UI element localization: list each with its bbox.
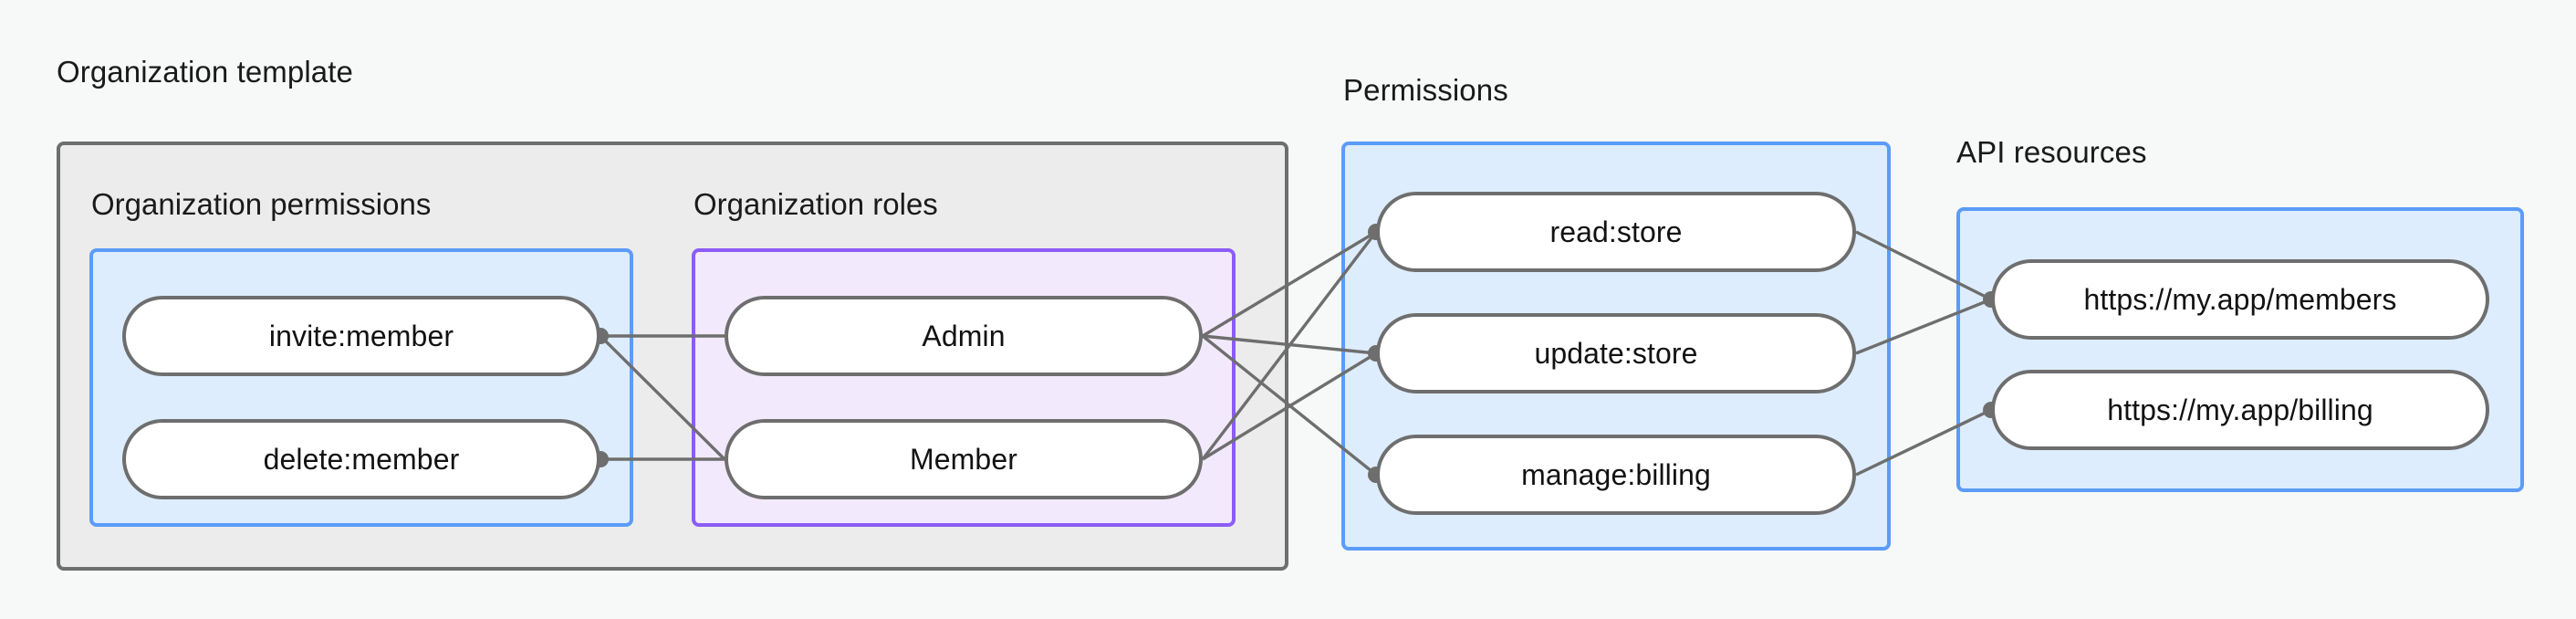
node-manage-billing[interactable]: manage:billing — [1376, 435, 1856, 515]
node-admin[interactable]: Admin — [725, 296, 1203, 376]
node-api-billing[interactable]: https://my.app/billing — [1991, 370, 2489, 450]
api-resources-title: API resources — [1956, 135, 2147, 169]
organization-template-title: Organization template — [57, 55, 353, 89]
node-member[interactable]: Member — [725, 419, 1203, 499]
node-update-store[interactable]: update:store — [1376, 313, 1856, 393]
node-api-members[interactable]: https://my.app/members — [1991, 259, 2489, 340]
organization-permissions-title: Organization permissions — [91, 187, 432, 221]
node-invite-member[interactable]: invite:member — [122, 296, 600, 376]
node-delete-member[interactable]: delete:member — [122, 419, 600, 499]
permissions-title: Permissions — [1343, 73, 1508, 107]
organization-roles-title: Organization roles — [694, 187, 938, 221]
node-read-store[interactable]: read:store — [1376, 192, 1856, 272]
